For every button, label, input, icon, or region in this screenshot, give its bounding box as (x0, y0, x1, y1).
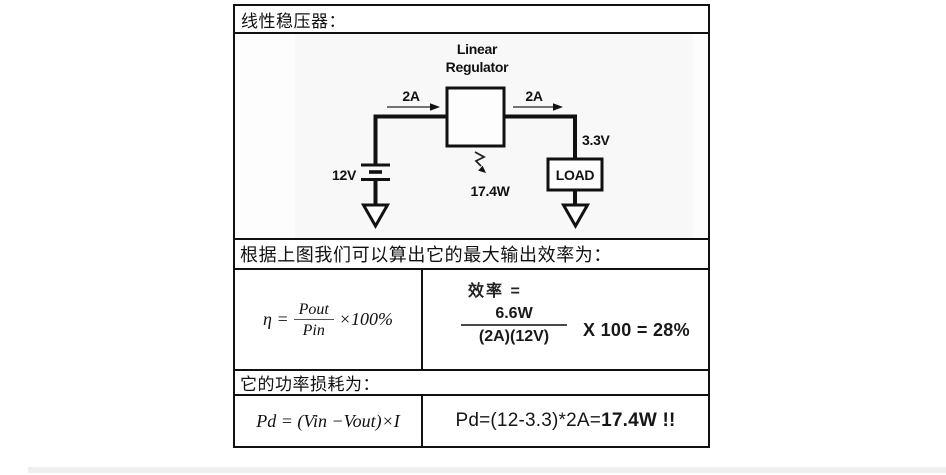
dissipation-label: 17.4W (471, 183, 511, 199)
regulator-info-table: 线性稳压器： Linear Regulator (233, 4, 710, 448)
title-row: 线性稳压器： (235, 6, 708, 34)
bottom-divider-band (28, 467, 946, 473)
linear-regulator-circuit-diagram: Linear Regulator 2A (295, 34, 693, 238)
efficiency-formula-cell: η = Pout Pin ×100% (235, 270, 423, 369)
efficiency-calc-cell: 效率 = 6.6W (2A)(12V) X 100 = 28% (423, 270, 708, 369)
efficiency-formula-row: η = Pout Pin ×100% 效率 = 6.6W (235, 270, 708, 371)
power-intro-text: 它的功率损耗为： (240, 375, 380, 394)
eta-lhs: η = (263, 309, 289, 329)
power-formula-row: Pd = (Vin −Vout)×I Pd=(12-3.3)*2A=17.4W … (235, 396, 708, 446)
regulator-label-line2: Regulator (446, 59, 509, 75)
eta-fraction: Pout Pin (293, 300, 334, 339)
circuit-diagram-row: Linear Regulator 2A (235, 34, 708, 240)
ground-symbol-right (560, 203, 591, 230)
output-wire (504, 114, 577, 160)
input-current-label: 2A (402, 88, 419, 104)
output-current-arrow (513, 103, 563, 111)
power-formula: Pd = (Vin −Vout)×I (256, 410, 400, 431)
dissipation-lightning-icon (474, 151, 486, 173)
eta-formula: η = Pout Pin ×100% (263, 301, 393, 339)
efficiency-calc-result: X 100 = 28% (583, 320, 690, 340)
output-voltage-label: 3.3V (582, 132, 611, 148)
power-calc-prefix: Pd=(12-3.3)*2A= (455, 410, 602, 431)
page-title: 线性稳压器： (241, 11, 346, 31)
efficiency-calc-denominator: (2A)(12V) (478, 328, 550, 345)
power-calc-result: 17.4W !! (601, 410, 676, 431)
battery-symbol (361, 163, 390, 205)
input-wire (373, 114, 447, 164)
power-calc-cell: Pd=(12-3.3)*2A=17.4W !! (423, 396, 708, 446)
regulator-box (445, 86, 506, 148)
efficiency-calc-numerator: 6.6W (495, 305, 533, 322)
ground-symbol-left (360, 203, 391, 230)
eta-denominator: Pin (302, 321, 325, 339)
power-calc: Pd=(12-3.3)*2A=17.4W !! (455, 410, 675, 432)
load-label: LOAD (556, 167, 595, 183)
power-formula-cell: Pd = (Vin −Vout)×I (235, 396, 423, 446)
efficiency-intro-row: 根据上图我们可以算出它的最大输出效率为： (235, 240, 708, 270)
efficiency-calc-fraction-bar (461, 324, 567, 326)
efficiency-calc-expression: 6.6W (2A)(12V) X 100 = 28% (459, 305, 690, 346)
input-current-arrow (387, 103, 440, 111)
output-current-label: 2A (525, 88, 542, 104)
efficiency-intro-text: 根据上图我们可以算出它的最大输出效率为： (240, 245, 612, 265)
eta-fraction-bar (293, 318, 334, 320)
power-intro-row: 它的功率损耗为： (235, 371, 708, 396)
eta-numerator: Pout (298, 300, 329, 318)
eta-suffix: ×100% (338, 309, 393, 329)
source-voltage-label: 12V (332, 167, 357, 183)
efficiency-calc-fraction: 6.6W (2A)(12V) (459, 305, 569, 346)
efficiency-calc: 效率 = 6.6W (2A)(12V) X 100 = 28% (423, 270, 708, 369)
efficiency-calc-label: 效率 = (468, 283, 522, 300)
regulator-label-line1: Linear (457, 41, 498, 57)
